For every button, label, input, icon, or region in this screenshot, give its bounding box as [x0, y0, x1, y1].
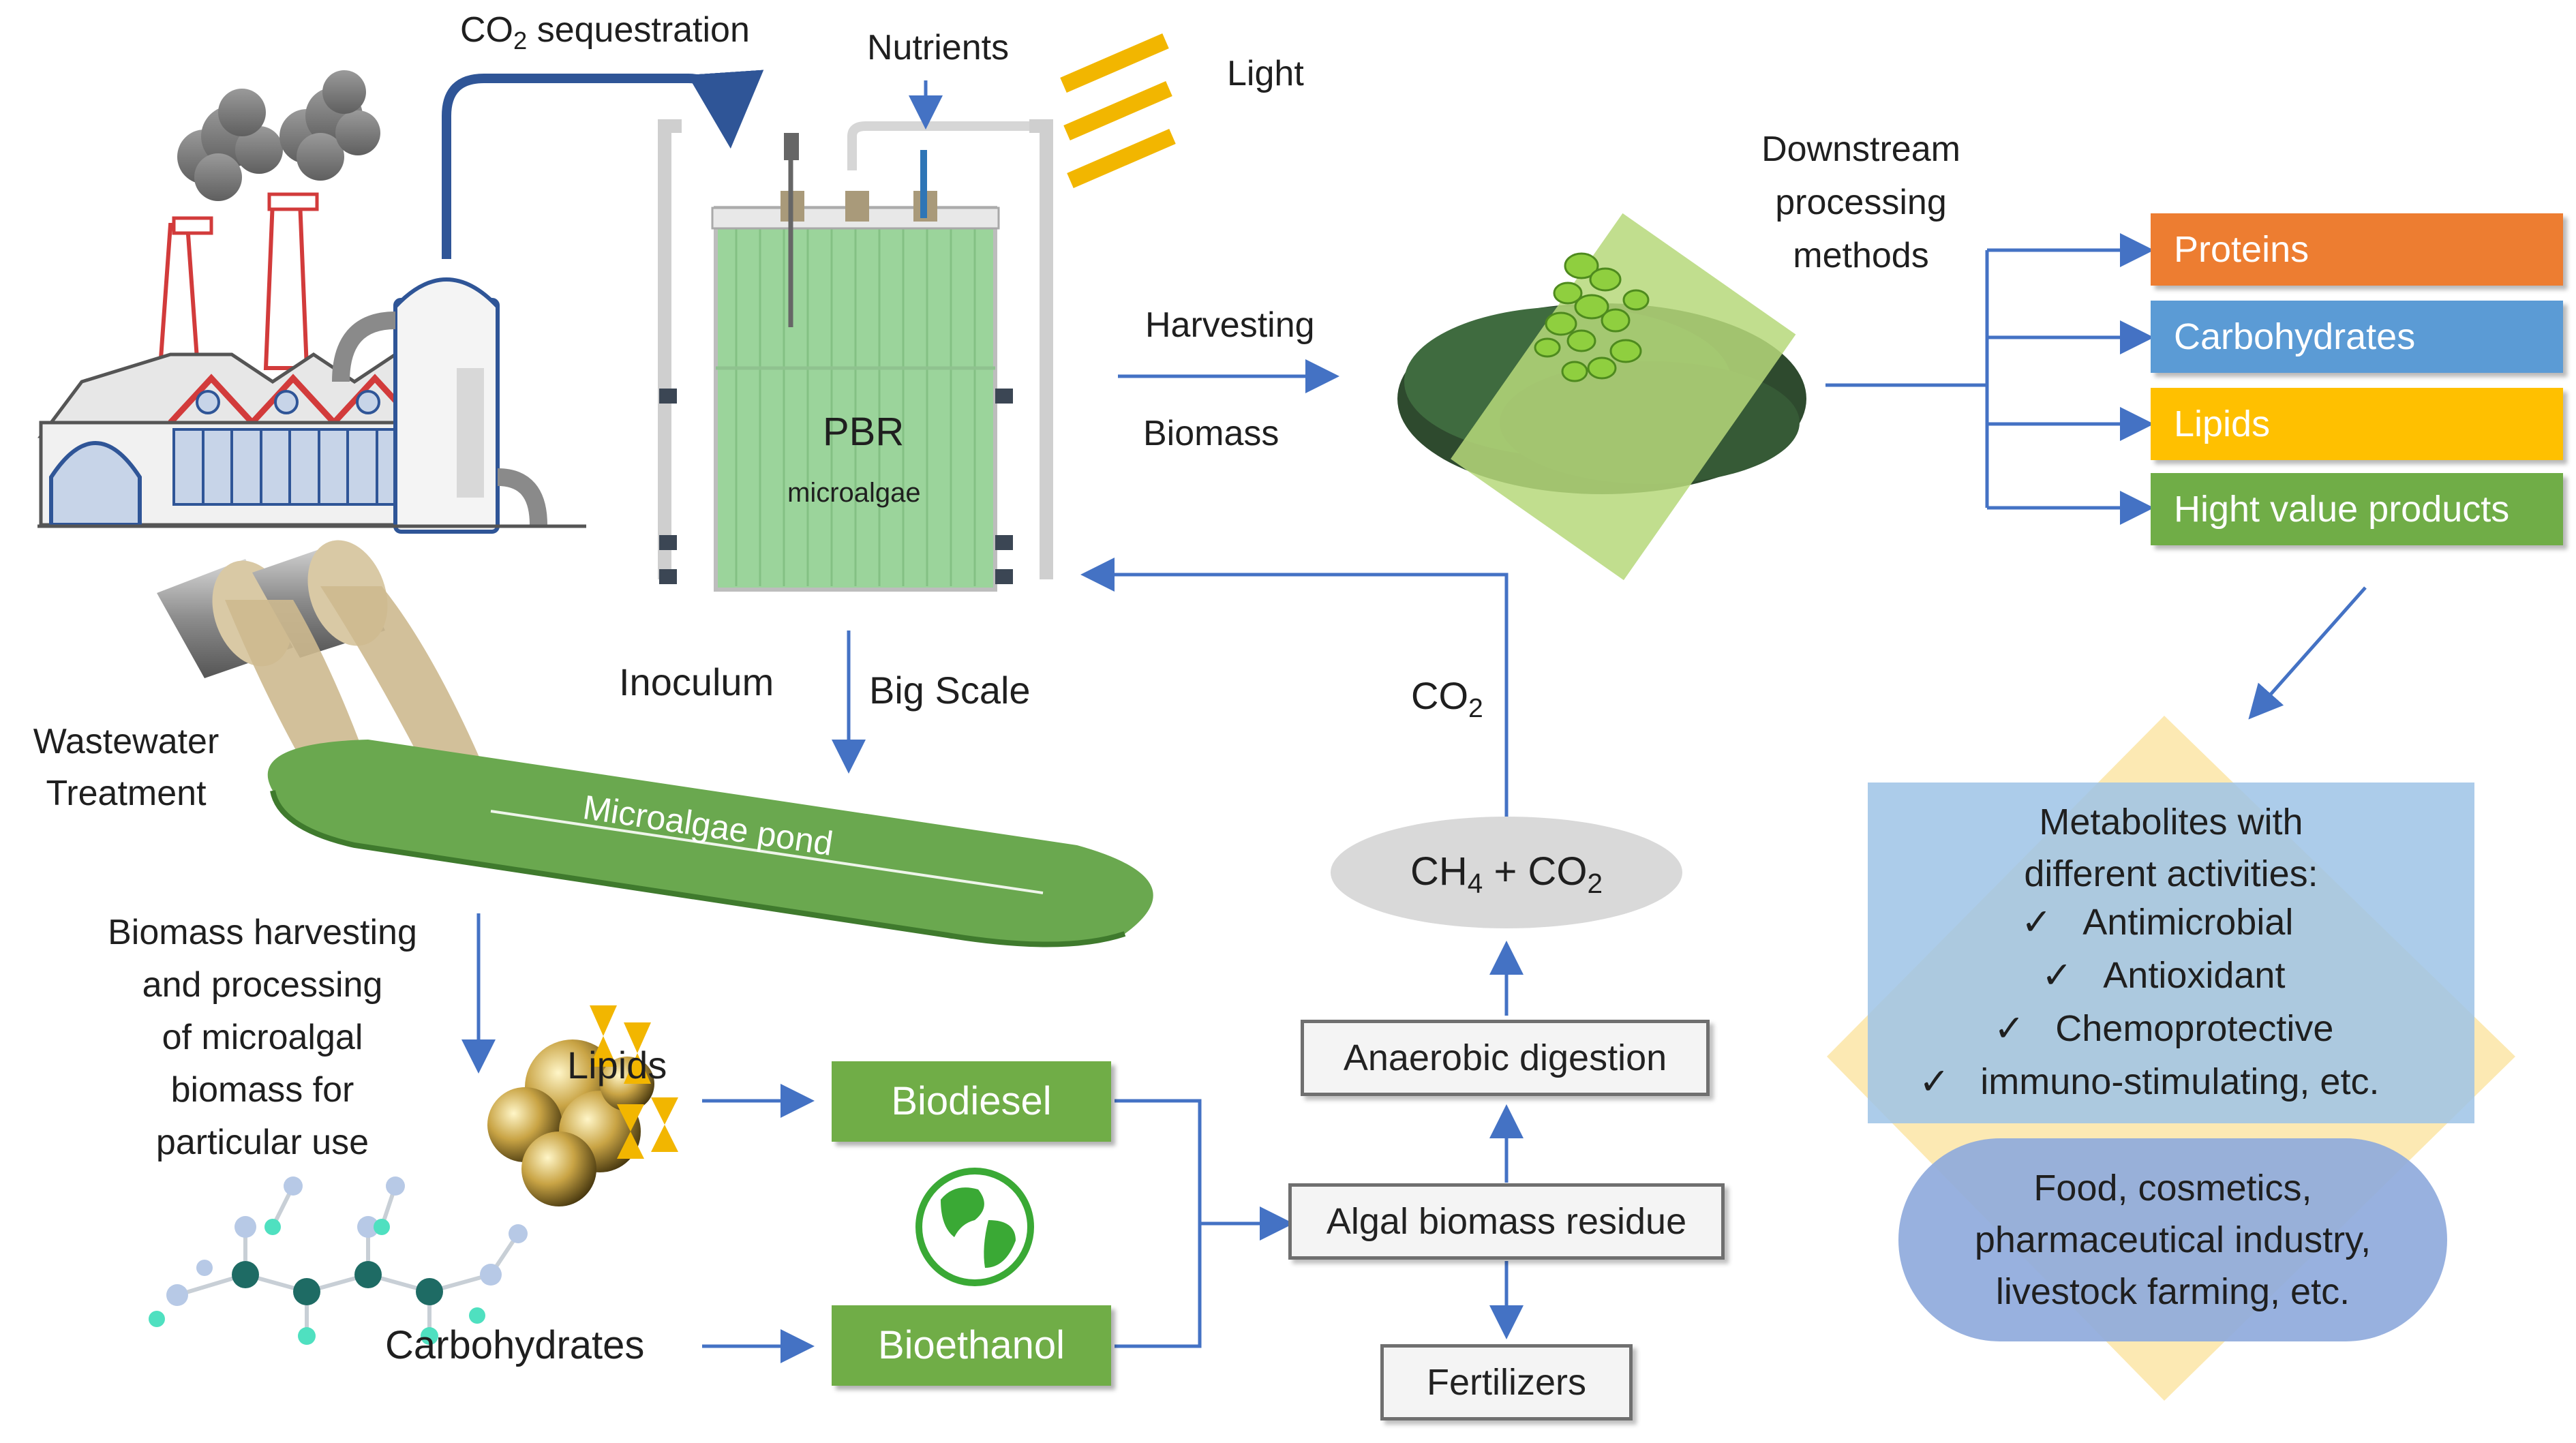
biomass-harvesting-line-5: particular use — [155, 1123, 369, 1162]
products-to-metabolites-arrow — [2248, 586, 2367, 720]
anaerobic-digestion-box: Anaerobic digestion — [1301, 1020, 1710, 1096]
product-carbohydrates: Carbohydrates — [2151, 301, 2563, 373]
downstream-line-3: methods — [1793, 236, 1929, 275]
applications-line-3: livestock farming, etc. — [1995, 1271, 2350, 1312]
co2-sequestration-label: CO2 sequestration — [460, 10, 750, 55]
algal-residue-box: Algal biomass residue — [1288, 1183, 1725, 1260]
wastewater-line-1: Wastewater — [33, 722, 219, 761]
downstream-label: Downstream processing methods — [1725, 123, 1997, 282]
applications-line-2: pharmaceutical industry, — [1974, 1219, 2372, 1260]
pbr-microalgae-label: microalgae — [787, 478, 921, 508]
chimney-left — [157, 223, 200, 370]
carbohydrates-image — [149, 1176, 528, 1345]
light-label: Light — [1227, 54, 1304, 93]
pbr-label: PBR — [823, 410, 905, 454]
metabolites-title: Metabolites with different activities: — [1868, 796, 2474, 900]
downstream-connectors — [1825, 233, 2154, 525]
check-icon: ✓ — [1994, 1008, 2025, 1049]
metabolite-item-antimicrobial: ✓ Antimicrobial — [2021, 902, 2294, 943]
lipids-label: Lipids — [567, 1044, 667, 1087]
smoke-clouds — [177, 70, 380, 201]
factory-windows — [172, 390, 407, 506]
check-icon: ✓ — [2042, 955, 2073, 996]
product-lipids: Lipids — [2151, 388, 2563, 460]
metabolite-item-chemoprotective: ✓ Chemoprotective — [1994, 1008, 2334, 1049]
applications-line-1: Food, cosmetics, — [2033, 1168, 2312, 1209]
metabolites-title-line-2: different activities: — [2024, 853, 2318, 894]
biomass-powder-image — [1397, 213, 1806, 581]
co2-return-arrow — [1080, 558, 1509, 821]
downstream-line-2: processing — [1775, 183, 1947, 222]
photobioreactor — [658, 119, 1053, 592]
co2-sequestration-arrow — [442, 70, 764, 259]
light-rays-icon — [1060, 33, 1176, 189]
metabolites-box-bg — [1868, 783, 2474, 1123]
biomass-harvesting-line-2: and processing — [142, 965, 383, 1005]
metabolite-item-antioxidant: ✓ Antioxidant — [2042, 955, 2286, 996]
biomass-label: Biomass — [1143, 414, 1279, 453]
biogas-ellipse — [1331, 817, 1682, 928]
product-proteins: Proteins — [2151, 213, 2563, 286]
biomass-harvesting-line-4: biomass for — [170, 1070, 354, 1110]
biomass-harvesting-line-1: Biomass harvesting — [108, 913, 417, 952]
harvesting-label: Harvesting — [1145, 305, 1315, 345]
bioethanol-box: Bioethanol — [832, 1305, 1111, 1386]
wastewater-label: Wastewater Treatment — [0, 716, 252, 819]
big-scale-label: Big Scale — [869, 669, 1031, 712]
downstream-line-1: Downstream — [1761, 130, 1960, 169]
applications-label: Food, cosmetics, pharmaceutical industry… — [1898, 1162, 2447, 1318]
carbohydrates-label: Carbohydrates — [385, 1323, 645, 1367]
biomass-harvesting-label: Biomass harvesting and processing of mic… — [65, 907, 460, 1169]
applications-box-bg — [1898, 1138, 2447, 1341]
biodiesel-box: Biodiesel — [832, 1061, 1111, 1142]
product-high-value: Hight value products — [2151, 473, 2563, 545]
lipids-image — [487, 1005, 678, 1206]
inoculum-label: Inoculum — [619, 660, 774, 703]
fertilizers-box: Fertilizers — [1380, 1344, 1633, 1421]
check-icon: ✓ — [1919, 1061, 1950, 1102]
chimney-right — [263, 199, 309, 370]
wastewater-pipes — [157, 540, 491, 804]
wastewater-line-2: Treatment — [46, 774, 207, 813]
globe-icon — [915, 1168, 1034, 1286]
microalgae-pond — [267, 740, 1153, 947]
nutrients-label: Nutrients — [867, 28, 1010, 67]
metabolites-title-line-1: Metabolites with — [2039, 802, 2303, 842]
biomass-harvesting-line-3: of microalgal — [162, 1018, 363, 1057]
metabolite-item-immuno: ✓ immuno-stimulating, etc. — [1919, 1061, 2380, 1102]
factory-illustration — [37, 70, 586, 534]
co2-label: CO2 — [1411, 674, 1483, 723]
biogas-label: CH4 + CO2 — [1410, 849, 1603, 900]
check-icon: ✓ — [2021, 902, 2052, 943]
